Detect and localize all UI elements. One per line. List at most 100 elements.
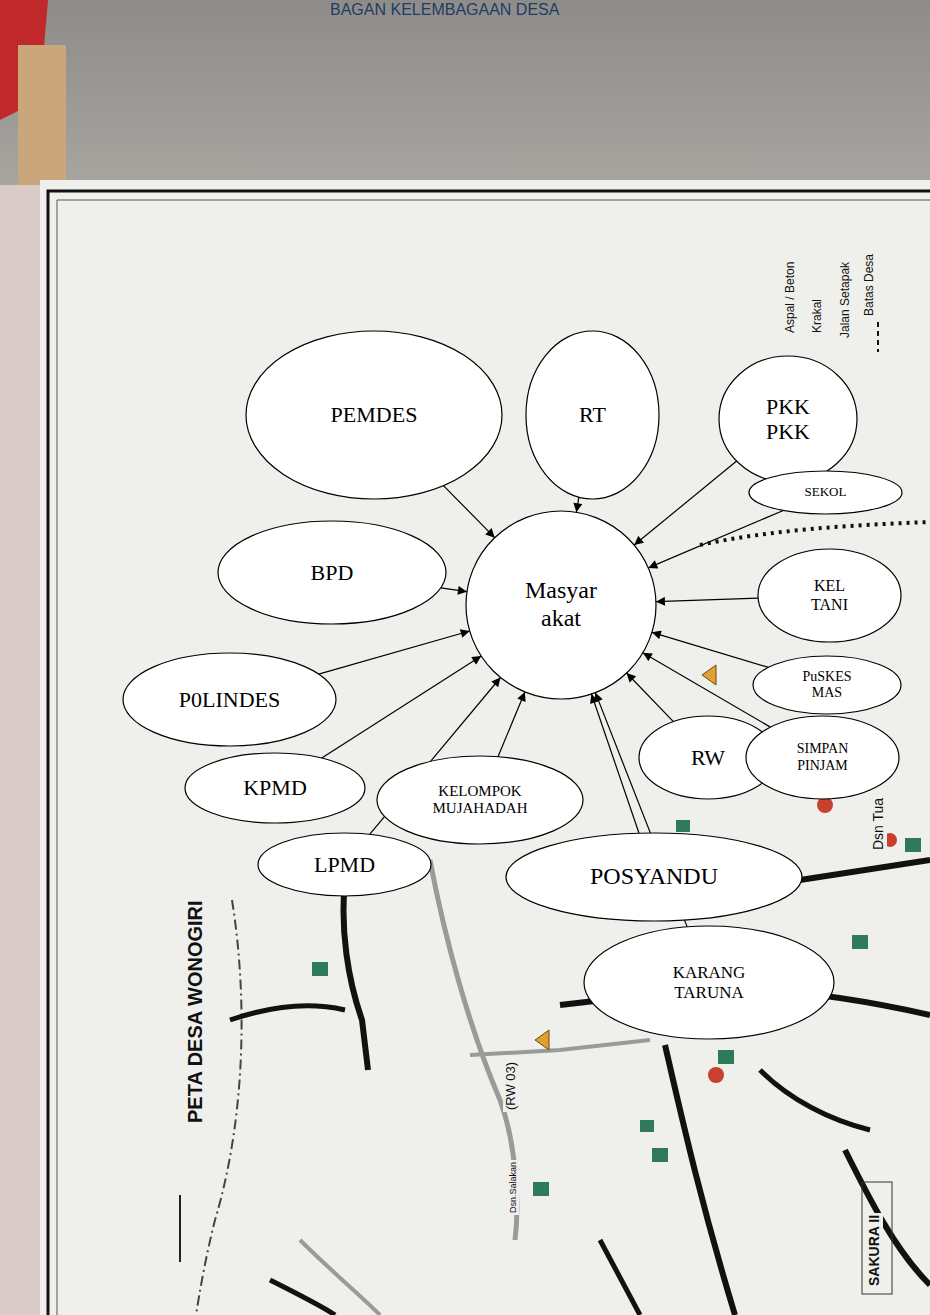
ellipse-shape [749,471,902,514]
text-holder: RT [579,402,606,427]
node-label: KELOMPOK MUJAHADAH [425,783,535,818]
map-frame-inner [57,200,930,1315]
text-holder: PuSKES MAS [796,669,858,701]
institution-ellipse: SEKOL [748,470,903,515]
place-box [862,1182,892,1294]
node-label: POSYANDU [590,863,718,891]
arrow-connector [627,673,674,722]
arrow-connector [498,692,525,757]
ellipse-shape [466,511,656,699]
road [470,1040,650,1055]
map-frame [48,191,930,1315]
text-holder: Masyar akat [520,577,602,632]
text-holder: KEL TANI [805,577,855,614]
ellipse-shape [746,716,899,799]
arrow-connector [441,588,467,592]
text-holder: LPMD [314,852,375,877]
arrow-connector [648,510,783,567]
institution-ellipse: RT [525,330,660,500]
institution-ellipse: LPMD [257,832,432,897]
node-label: KPMD [243,775,307,800]
institution-ellipse: KEL TANI [757,548,902,643]
footpath [700,522,930,545]
ellipse-shape [758,549,901,642]
map-label: Batas Desa [862,252,876,318]
frame-rule [179,1195,181,1262]
ellipse-shape [123,653,336,746]
map-label: Dsn Tua [870,796,887,852]
road [760,1070,870,1130]
ellipse-shape [377,756,583,844]
arrow-connector [576,497,578,512]
text-holder: RW [691,745,725,770]
text-holder: POSYANDU [590,863,718,891]
map-label: Aspal / Beton [783,260,797,335]
text-holder: KELOMPOK MUJAHADAH [425,783,535,818]
text-holder: BPD [311,560,354,585]
arrow-connector [634,461,736,545]
node-label: RT [579,402,606,427]
node-label: SIMPAN PINJAM [789,741,857,773]
arrow-connector [322,656,481,758]
ellipse-shape [218,521,446,624]
legend-sample [877,322,879,352]
node-label: RW [691,745,725,770]
text-holder: KARANG TARUNA [665,963,753,1002]
node-label: LPMD [314,852,375,877]
node-label: P0LINDES [179,687,280,712]
node-label: BPD [311,560,354,585]
text-holder: SEKOL [805,485,847,500]
arrow-connector [656,598,758,602]
diagram-title: BAGAN KELEMBAGAAN DESA [330,1,559,19]
road [270,1280,335,1315]
road [665,1045,735,1315]
node-label: Masyar akat [520,577,602,632]
ellipse-shape [506,833,802,921]
road [344,880,368,1070]
road [800,860,930,880]
institution-ellipse: KARANG TARUNA [583,925,835,1040]
node-label: PuSKES MAS [796,669,858,701]
arrow-connector [652,632,768,667]
map-label: SAKURA II [866,1213,883,1288]
institution-ellipse: POSYANDU [505,832,803,922]
text-holder: SIMPAN PINJAM [789,741,857,773]
institution-ellipse: PuSKES MAS [752,655,902,715]
ellipse-shape [258,833,431,896]
institution-ellipse: PEMDES [245,330,503,500]
map-label: Krakal [810,297,824,335]
node-label: KEL TANI [805,577,855,614]
map-label: Dsn.Salakan [508,1160,519,1215]
institution-ellipse: P0LINDES [122,652,337,747]
institution-ellipse: KPMD [184,752,366,824]
text-holder: PEMDES [331,402,418,427]
ellipse-shape [526,331,659,499]
ellipse-shape [584,926,834,1039]
arrow-connector [319,631,470,674]
ellipse-shape [185,753,365,823]
institution-ellipse: KELOMPOK MUJAHADAH [376,755,584,845]
road [845,1150,930,1285]
map-label: PETA DESA WONOGIRI [183,898,207,1125]
map-paper [40,180,930,1315]
ellipse-shape [753,656,901,714]
institution-ellipse: BPD [217,520,447,625]
ellipse-shape [246,331,502,499]
photo-edge [0,185,46,1315]
photo-background [0,0,930,200]
ellipse-shape [719,356,857,482]
institution-ellipse: PKK PKK [718,355,858,483]
arrow-connector [591,694,639,833]
road [600,1240,640,1315]
center-circle: Masyar akat [465,510,657,700]
text-holder: PKK PKK [761,394,816,445]
node-label: PKK PKK [761,394,816,445]
map-label: (RW 03) [503,1060,519,1112]
road [230,1006,345,1020]
text-holder: P0LINDES [179,687,280,712]
arrow-connector [443,486,494,538]
